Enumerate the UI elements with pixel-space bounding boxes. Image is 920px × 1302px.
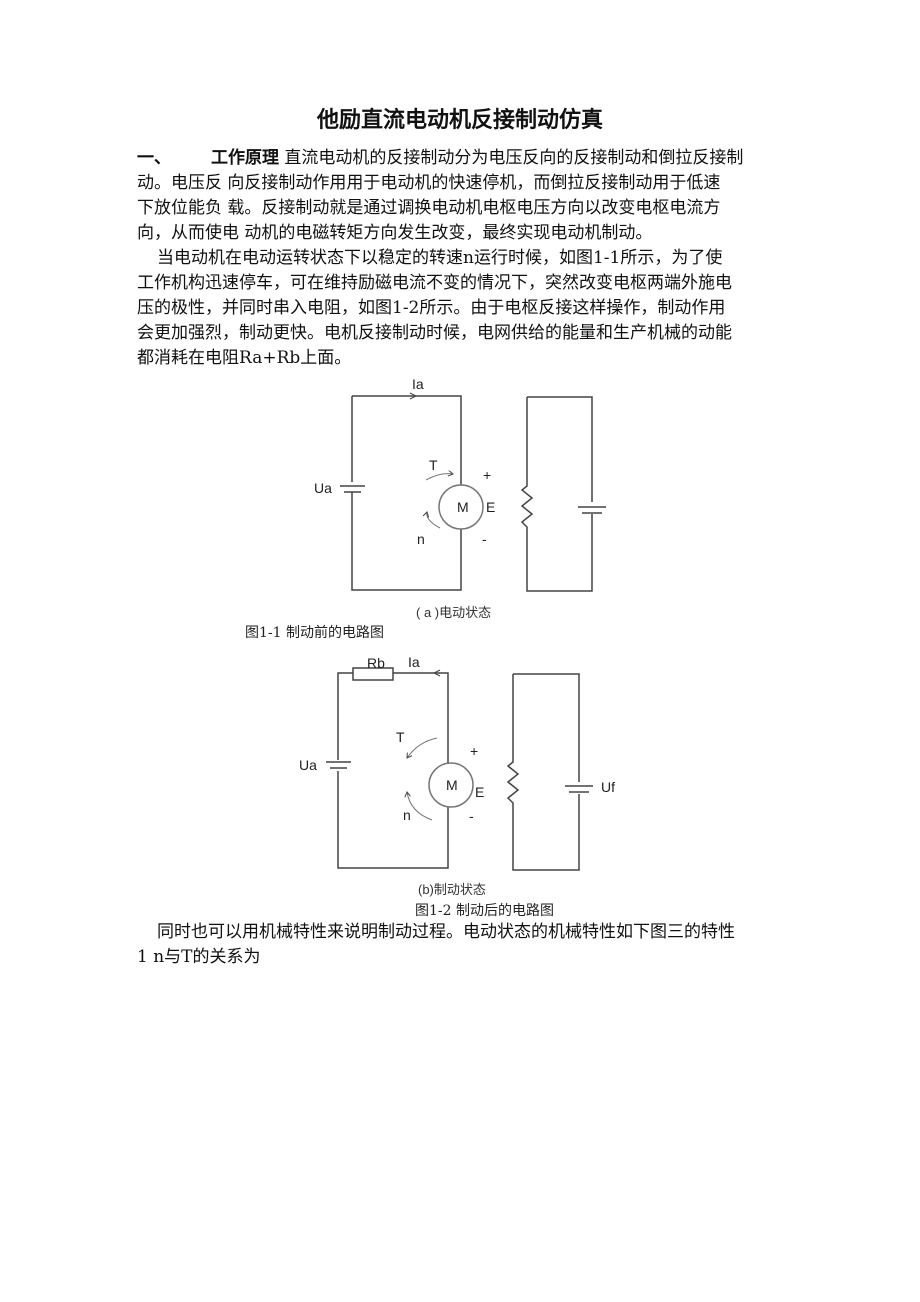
fig2-label-rb: Rb: [367, 655, 385, 671]
fig2-label-t: T: [396, 729, 405, 745]
fig2-label-n: n: [403, 807, 411, 823]
document-title: 他励直流电动机反接制动仿真: [316, 108, 603, 133]
fig2-label-e: E: [475, 784, 484, 800]
fig1-label-e: E: [486, 499, 495, 515]
paragraph-line: 动。电压反 向反接制动作用用于电动机的快速停机，而倒拉反接制动用于低速: [137, 173, 721, 193]
paragraph-line: 1 n与T的关系为: [137, 947, 261, 967]
paragraph-line: 工作机构迅速停车，可在维持励磁电流不变的情况下，突然改变电枢两端外施电: [137, 273, 732, 293]
paragraph-line: 会更加强烈，制动更快。电机反接制动时候，电网供给的能量和生产机械的动能: [137, 323, 732, 343]
paragraph-line: 当电动机在电动运转状态下以稳定的转速n运行时候，如图1-1所示，为了使: [157, 248, 723, 268]
paragraph-line: 压的极性，并同时串入电阻，如图1-2所示。由于电枢反接这样操作，制动作用: [137, 298, 726, 318]
fig1-subcaption: ( a )电动状态: [416, 605, 491, 620]
figure-1-circuit: [340, 392, 606, 592]
paragraph-line: 同时也可以用机械特性来说明制动过程。电动状态的机械特性如下图三的特性: [157, 922, 735, 942]
figure-2-circuit: [326, 667, 593, 871]
fig2-label-plus: +: [470, 743, 478, 759]
paragraph-line: 直流电动机的反接制动分为电压反向的反接制动和倒拉反接制: [284, 148, 744, 168]
section-heading-line: 一、 工作原理 直流电动机的反接制动分为电压反向的反接制动和倒拉反接制: [137, 148, 743, 168]
fig1-label-m: M: [457, 499, 469, 515]
fig2-label-m: M: [446, 777, 458, 793]
fig1-label-minus: -: [482, 531, 487, 547]
fig1-label-plus: +: [483, 467, 491, 483]
fig1-caption: 图1-1 制动前的电路图: [245, 624, 384, 641]
paragraph-line: 都消耗在电阻Ra+Rb上面。: [137, 348, 352, 368]
fig1-label-t: T: [429, 457, 438, 473]
paragraph-line: 向，从而使电 动机的电磁转矩方向发生改变，最终实现电动机制动。: [137, 223, 653, 243]
fig2-label-uf: Uf: [601, 779, 615, 795]
fig1-label-ia: Ia: [412, 376, 424, 392]
fig2-label-minus: -: [469, 808, 474, 824]
fig2-label-ua: Ua: [299, 757, 317, 773]
fig1-label-ua: Ua: [314, 480, 332, 496]
paragraph-line: 下放位能负 载。反接制动就是通过调换电动机电枢电压方向以改变电枢电流方: [137, 198, 721, 218]
section-heading: 工作原理: [211, 148, 279, 168]
fig1-label-n: n: [417, 531, 425, 547]
fig2-caption: 图1-2 制动后的电路图: [415, 903, 554, 919]
fig2-subcaption: (b)制动状态: [418, 882, 486, 897]
section-number: 一、: [137, 148, 171, 168]
fig2-label-ia: Ia: [408, 654, 420, 670]
